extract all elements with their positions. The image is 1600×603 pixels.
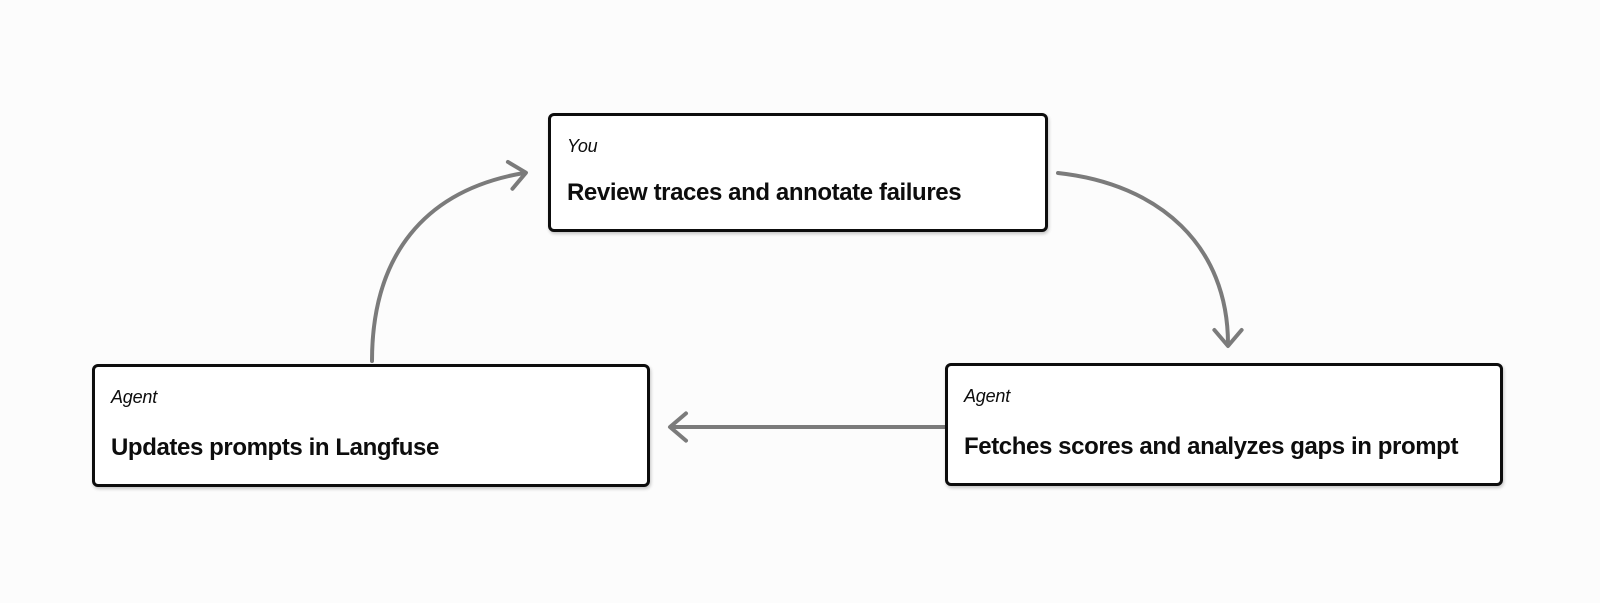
- task-title: Updates prompts in Langfuse: [111, 434, 439, 461]
- actor-label: You: [567, 136, 598, 156]
- task-title: Review traces and annotate failures: [567, 179, 962, 206]
- actor-label: Agent: [111, 387, 158, 407]
- node-review-traces: You Review traces and annotate failures: [548, 113, 1048, 232]
- arrow-review-to-fetch: [1056, 171, 1244, 348]
- arrow-update-to-review: [370, 159, 528, 363]
- task-title: Fetches scores and analyzes gaps in prom…: [964, 433, 1459, 460]
- node-fetch-scores: Agent Fetches scores and analyzes gaps i…: [945, 363, 1503, 486]
- actor-label: Agent: [964, 386, 1011, 406]
- node-update-prompts: Agent Updates prompts in Langfuse: [92, 364, 650, 487]
